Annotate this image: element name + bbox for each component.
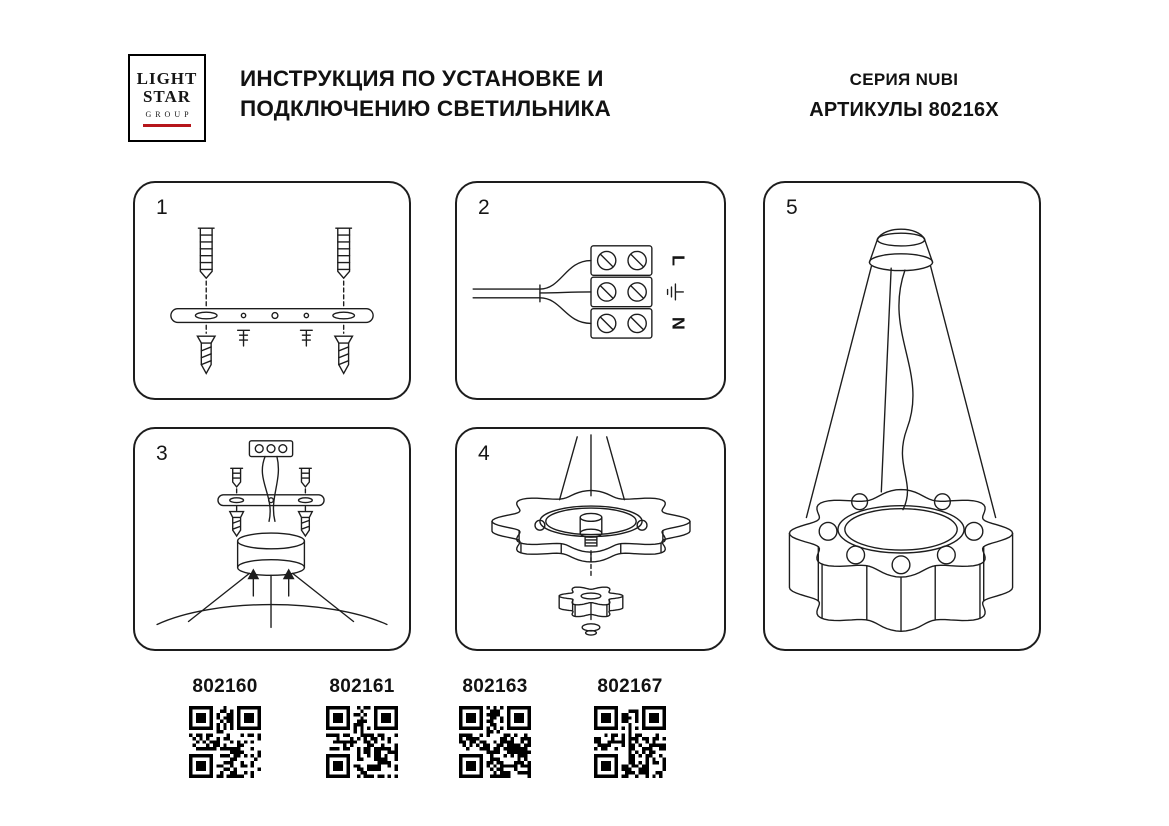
step-2-diagram: L N — [472, 245, 689, 339]
step-2-number: 2 — [478, 196, 490, 219]
screw-icon — [228, 510, 245, 538]
neutral-label: N — [669, 317, 689, 330]
step-2-panel: 2 L N — [455, 181, 726, 400]
up-arrow-icon — [247, 568, 260, 597]
series-block: СЕРИЯ NUBI АРТИКУЛЫ 80216X — [786, 70, 1022, 122]
supply-cable — [472, 259, 592, 325]
wall-anchor-icon — [298, 467, 312, 489]
article-item: 802163 — [435, 676, 555, 783]
alignment-dashes — [235, 488, 307, 513]
small-screw-icon — [299, 329, 313, 347]
step-1-diagram — [170, 227, 374, 375]
center-hub — [579, 512, 603, 547]
ceiling-canopy — [868, 228, 934, 272]
suspension-cables — [805, 265, 997, 519]
article-item: 802160 — [165, 676, 285, 783]
canopy-cup — [236, 532, 306, 577]
logo-red-rule — [143, 123, 191, 127]
screw-icon — [333, 335, 354, 375]
wire-connector — [248, 440, 294, 458]
logo-line1: LIGHT — [136, 68, 198, 88]
article-code: 802160 — [192, 676, 258, 697]
articles-label: АРТИКУЛЫ 80216X — [809, 99, 999, 121]
step-5-panel: 5 — [763, 181, 1041, 651]
cap-nut — [581, 623, 601, 636]
step-1-number: 1 — [156, 196, 168, 219]
wall-anchor-icon — [197, 227, 215, 280]
step-3-number: 3 — [156, 442, 168, 465]
step-3-diagram — [156, 440, 388, 629]
mounting-bar — [217, 494, 325, 507]
page-title-line2: ПОДКЛЮЧЕНИЮ СВЕТИЛЬНИКА — [240, 96, 611, 121]
alignment-dashes — [205, 280, 345, 334]
step-5-diagram — [788, 228, 1014, 632]
page-title: ИНСТРУКЦИЯ ПО УСТАНОВКЕ И ПОДКЛЮЧЕНИЮ СВ… — [240, 64, 611, 124]
step-3-panel: 3 — [133, 427, 411, 651]
step-4-number: 4 — [478, 442, 490, 465]
terminal-block — [590, 245, 653, 339]
logo-line3: GROUP — [145, 109, 193, 119]
article-item: 802167 — [570, 676, 690, 783]
page-title-line1: ИНСТРУКЦИЯ ПО УСТАНОВКЕ И — [240, 66, 604, 91]
article-code: 802167 — [597, 676, 663, 697]
qr-code — [594, 706, 666, 778]
series-label: СЕРИЯ NUBI — [849, 70, 959, 89]
step-1-panel: 1 — [133, 181, 411, 400]
wall-anchor-icon — [335, 227, 353, 280]
article-item: 802161 — [302, 676, 422, 783]
logo-line2: STAR — [142, 86, 192, 106]
lightstar-logo: LIGHT STAR GROUP — [128, 54, 206, 142]
small-shade — [558, 586, 624, 618]
screw-icon — [196, 335, 217, 375]
small-screw-icon — [236, 329, 251, 347]
up-arrow-icon — [282, 568, 295, 597]
wires — [261, 455, 280, 523]
wall-anchor-icon — [230, 467, 244, 489]
screw-icon — [297, 510, 314, 538]
line-label: L — [669, 255, 689, 266]
qr-code — [326, 706, 398, 778]
step-5-number: 5 — [786, 196, 798, 219]
power-cord — [898, 269, 914, 511]
suspension-cables — [187, 572, 355, 629]
step-4-diagram — [491, 434, 691, 636]
article-code: 802161 — [329, 676, 395, 697]
mounting-bar — [170, 307, 374, 324]
cloud-ring-body — [788, 488, 1014, 632]
qr-code — [459, 706, 531, 778]
suspension-cables — [558, 434, 626, 501]
fixture-dome-outline — [156, 603, 388, 626]
qr-code — [189, 706, 261, 778]
step-4-panel: 4 — [455, 427, 726, 651]
article-code: 802163 — [462, 676, 528, 697]
earth-ground-icon — [666, 283, 684, 301]
